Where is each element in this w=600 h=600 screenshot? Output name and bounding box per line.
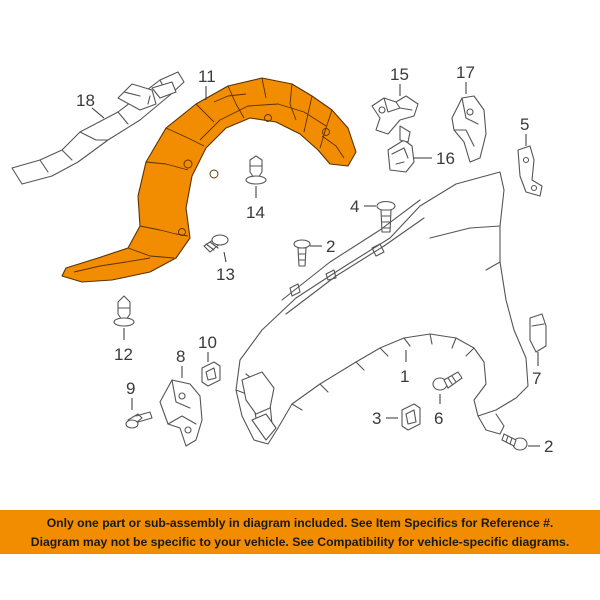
callout-12: 12 [114,345,133,364]
part-bracket-7 [529,313,547,353]
callout-15: 15 [390,65,409,84]
disclaimer-line-2: Diagram may not be specific to your vehi… [30,535,570,549]
callout-5: 5 [520,115,529,134]
callout-13: 13 [216,265,235,284]
part-bolt-2-lower [501,433,528,451]
part-push-clip-14 [245,155,267,185]
part-fender-liner [61,77,357,283]
part-push-clip-12 [113,295,135,327]
part-bracket-15 [371,95,419,135]
callout-2-lower: 2 [544,437,553,456]
callout-18: 18 [76,91,95,110]
callout-17: 17 [456,63,475,82]
callout-4: 4 [350,197,359,216]
part-bolt-4 [376,200,396,233]
callout-2-upper: 2 [326,237,335,256]
callout-11: 11 [198,67,216,86]
part-clip-3 [401,403,421,431]
part-bracket-16 [387,125,415,173]
part-bolt-2-upper [293,239,311,267]
part-clip-10 [201,361,221,387]
part-bracket-17 [451,95,487,163]
leader-13 [223,251,227,263]
callout-7: 7 [532,369,541,388]
disclaimer-line-1: Only one part or sub-assembly in diagram… [46,516,554,530]
part-bracket-8 [159,379,203,447]
part-bolt-9 [125,411,153,429]
callout-9: 9 [126,379,135,398]
part-bolt-13 [203,234,229,253]
callout-8: 8 [176,347,185,366]
callout-14: 14 [246,203,265,222]
callout-6: 6 [434,409,443,428]
callout-16: 16 [436,149,455,168]
callout-3: 3 [372,409,381,428]
callout-1: 1 [400,367,409,386]
disclaimer-banner: Only one part or sub-assembly in diagram… [0,510,600,554]
part-bolt-6 [432,371,463,391]
parts-diagram: 18 11 15 17 5 16 4 14 2 13 12 10 8 1 7 9… [11,63,553,456]
part-bracket-5 [517,145,543,197]
callout-10: 10 [198,333,217,352]
part-fender-bracket [11,71,185,185]
part-fender [235,171,529,445]
leader-18 [91,107,105,119]
